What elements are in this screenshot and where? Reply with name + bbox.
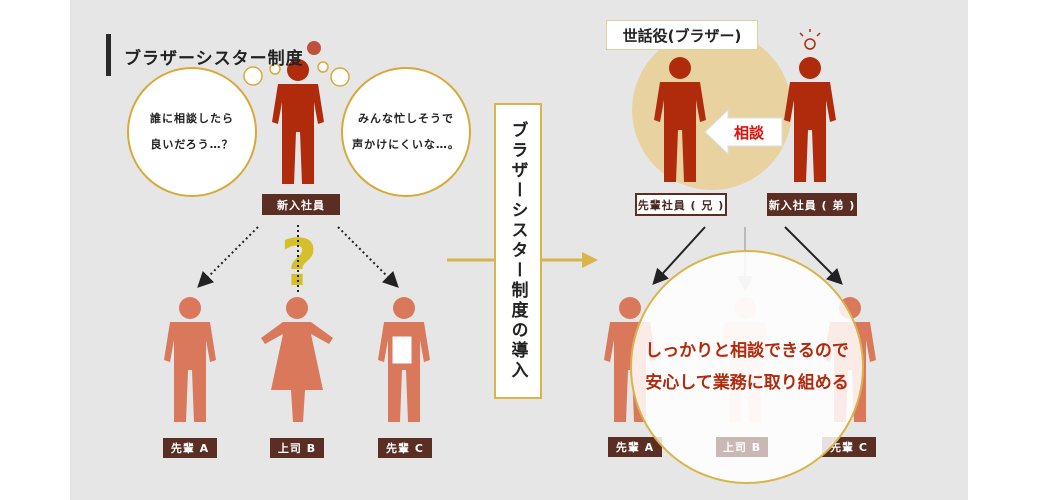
page-title: ブラザーシスター制度 <box>124 49 304 69</box>
message-line: 安心して業務に取り組める <box>645 373 849 393</box>
arrow-to-senior-a <box>652 226 706 285</box>
person-senior-a-figure <box>164 297 216 422</box>
thought-line: 声かけにくいな…。 <box>352 138 460 151</box>
message-line: しっかりと相談できるので <box>645 341 849 361</box>
document-icon <box>391 335 413 365</box>
thought-dots <box>243 61 350 87</box>
arrow-right-icon <box>582 252 598 268</box>
dotted-arrow-right <box>337 226 399 288</box>
consult-arrow-shape <box>704 108 783 156</box>
arrow-to-senior-c <box>784 226 843 285</box>
person-label-b-right: 上司 B <box>716 437 768 457</box>
senior-label: 先輩社員 ( 兄 ) <box>635 193 727 216</box>
person-label-b: 上司 B <box>270 438 324 458</box>
thought-bubble-left: 誰に相談したら 良いだろう…？ <box>127 67 257 197</box>
consult-label: 相談 <box>733 123 764 142</box>
thought-line: 誰に相談したら <box>150 112 234 125</box>
lightbulb-icon <box>799 29 821 50</box>
question-mark-icon: ? <box>280 227 317 301</box>
person-label-c: 先輩 C <box>378 438 432 458</box>
newcomer-figure <box>272 59 324 184</box>
thought-line: みんな忙しそうで <box>358 112 454 125</box>
introduction-box: ブラザーシスター制度の導入 <box>494 103 542 399</box>
thought-bubble-right: みんな忙しそうで 声かけにくいな…。 <box>341 67 471 197</box>
thought-line: 良いだろう…？ <box>150 138 234 151</box>
junior-label: 新入社員 ( 弟 ) <box>767 193 857 216</box>
person-label-a-right: 先輩 A <box>608 437 662 457</box>
dotted-arrow-left <box>197 226 259 288</box>
role-label: 世話役(ブラザー) <box>606 20 758 50</box>
person-boss-b-figure <box>261 297 333 422</box>
junior-figure <box>784 57 836 182</box>
newcomer-label: 新入社員 <box>262 194 340 215</box>
title-accent-bar <box>106 34 111 76</box>
confused-icon <box>307 41 321 55</box>
person-label-a: 先輩 A <box>163 438 217 458</box>
introduction-label: ブラザーシスター制度の導入 <box>507 121 528 381</box>
